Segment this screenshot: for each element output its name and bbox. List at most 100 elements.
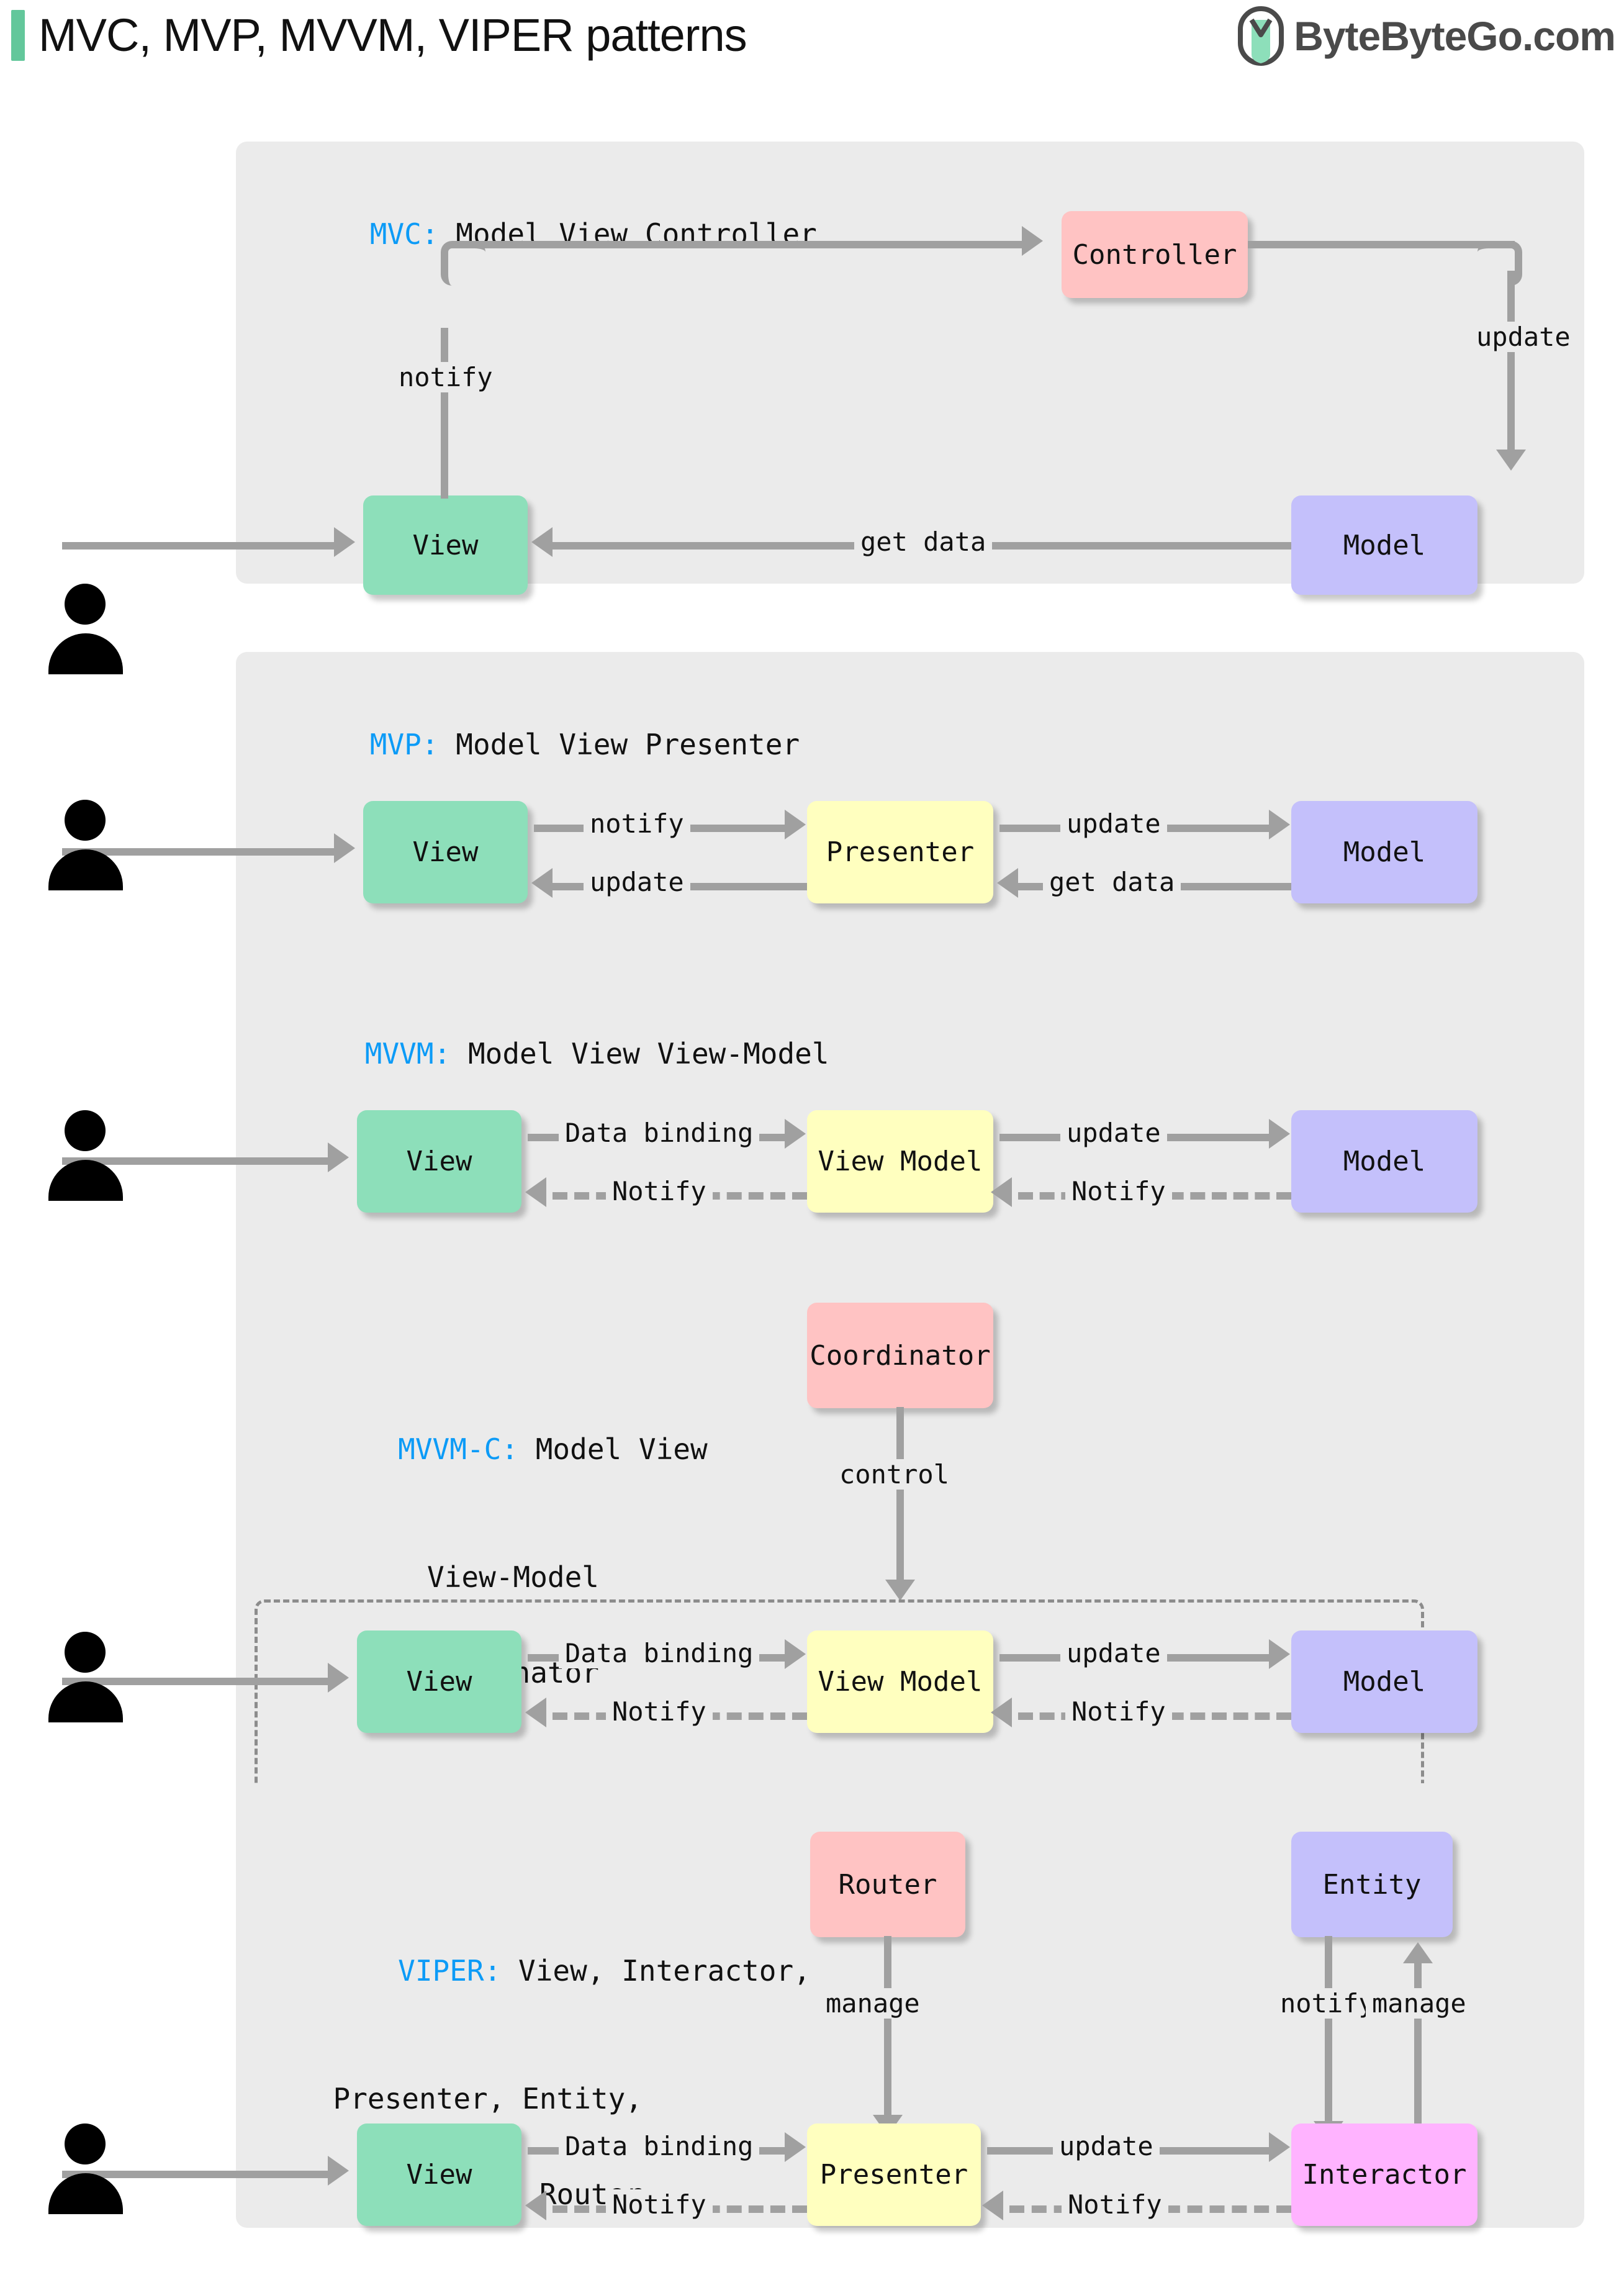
section-title-mvp: MVP: Model View Presenter: [301, 697, 800, 793]
section-key-mvvm-c: MVVM-C:: [398, 1432, 519, 1466]
actor-user-mvc: [48, 584, 123, 677]
section-expansion-line-2: View-Model: [427, 1560, 599, 1594]
node-label: Presenter: [819, 2159, 968, 2191]
user-body-icon: [48, 1681, 123, 1722]
user-body-icon: [48, 849, 123, 890]
edge-user-to-view: [62, 1678, 329, 1685]
actor-user-mvvm: [48, 1110, 123, 1203]
node-label: View Model: [818, 1146, 983, 1177]
node-presenter[interactable]: Presenter: [807, 801, 993, 903]
actor-user-mvp: [48, 800, 123, 893]
node-label: Coordinator: [810, 1339, 991, 1372]
arrowhead-presenter-to-interactor: [1269, 2132, 1290, 2162]
edge-entity-notify: [1325, 1936, 1332, 2122]
user-head-icon: [65, 584, 106, 625]
node-label: Model: [1343, 529, 1426, 561]
node-view[interactable]: View: [357, 1630, 521, 1733]
section-title-mvc: MVC: Model View Controller: [301, 186, 817, 283]
node-model[interactable]: Model: [1291, 495, 1477, 595]
edge-controller-right: [1248, 241, 1515, 248]
node-model[interactable]: Model: [1291, 1630, 1477, 1733]
edge-label-get-data: get data: [854, 527, 993, 557]
node-presenter[interactable]: Presenter: [807, 2123, 981, 2226]
arrowhead-presenter-to-view: [531, 868, 553, 898]
edge-label-update: update: [1060, 808, 1167, 839]
arrowhead-to-model: [1496, 450, 1526, 471]
node-model[interactable]: Model: [1291, 801, 1477, 903]
user-head-icon: [65, 1632, 106, 1673]
arrowhead-view-to-presenter: [785, 2132, 806, 2162]
arrowhead-interactor-to-presenter: [982, 2191, 1003, 2220]
edge-label-data-binding: Data binding: [559, 2131, 760, 2161]
arrowhead-model-to-view: [531, 527, 553, 557]
user-head-icon: [65, 1110, 106, 1151]
edge-label-notify-entity: notify: [1274, 1988, 1381, 2019]
node-label: Controller: [1072, 238, 1237, 271]
edge-label-get-data: get data: [1043, 867, 1181, 897]
arrowhead-viewmodel-to-model: [1269, 1119, 1290, 1149]
user-body-icon: [48, 1160, 123, 1201]
section-title-line-1: MVVM-C: Model View: [295, 1401, 708, 1498]
node-controller[interactable]: Controller: [1062, 211, 1248, 298]
edge-label-notify-right: Notify: [1065, 1176, 1172, 1206]
arrowhead-viewmodel-to-view: [525, 1698, 546, 1727]
section-key-mvvm: MVVM:: [364, 1036, 451, 1070]
accent-bar: [11, 10, 25, 61]
node-router[interactable]: Router: [810, 1832, 965, 1937]
section-key-mvc: MVC:: [369, 217, 439, 251]
arrowhead-interactor-manage: [1403, 1942, 1433, 1963]
brand-name: ByteByteGo.com: [1294, 13, 1616, 59]
node-view[interactable]: View: [357, 1110, 521, 1213]
edge-label-manage-entity: manage: [1366, 1988, 1473, 2019]
node-label: Interactor: [1302, 2159, 1467, 2191]
node-interactor[interactable]: Interactor: [1291, 2123, 1477, 2226]
section-key-viper: VIPER:: [398, 1953, 502, 1988]
page-header: MVC, MVP, MVVM, VIPER patterns ByteByteG…: [0, 0, 1624, 73]
node-view[interactable]: View: [357, 2123, 521, 2226]
node-label: View Model: [818, 1666, 983, 1698]
node-model[interactable]: Model: [1291, 1110, 1477, 1213]
edge-to-model: [1507, 271, 1515, 451]
user-body-icon: [48, 2173, 123, 2214]
edge-user-to-view: [62, 848, 335, 856]
section-mvvm-c: MVVM-C: Model View View-Model Coordinato…: [62, 1259, 1584, 1864]
edge-label-update: update: [1470, 322, 1577, 352]
arrowhead-coordinator-control: [885, 1580, 915, 1601]
edge-label-notify-right: Notify: [1062, 2189, 1168, 2220]
arrowhead-user-to-view: [328, 2156, 349, 2186]
user-body-icon: [48, 633, 123, 674]
section-expansion-mvvm: Model View View-Model: [451, 1036, 829, 1070]
edge-label-notify-right: Notify: [1065, 1696, 1172, 1727]
edge-view-up: [441, 328, 448, 499]
edge-elbow-controller-model: [1477, 241, 1522, 286]
page-title: MVC, MVP, MVVM, VIPER patterns: [38, 9, 747, 61]
arrowhead-model-to-viewmodel: [991, 1698, 1012, 1727]
arrowhead-view-to-presenter: [785, 810, 806, 839]
arrowhead-to-controller: [1022, 226, 1043, 256]
edge-label-update: update: [1053, 2131, 1160, 2161]
edge-label-control: control: [833, 1459, 956, 1490]
arrowhead-viewmodel-to-view: [525, 1177, 546, 1207]
node-coordinator[interactable]: Coordinator: [807, 1303, 993, 1408]
edge-label-update-back: update: [584, 867, 690, 897]
section-viper: VIPER: View, Interactor, Presenter, Enti…: [62, 1783, 1584, 2228]
bytebytego-logo-icon: [1238, 6, 1284, 66]
arrowhead-user-to-view: [334, 833, 355, 863]
actor-user-viper: [48, 2123, 123, 2217]
section-mvc: MVC: Model View Controller Controller Vi…: [62, 142, 1584, 595]
edge-coordinator-control: [896, 1407, 904, 1581]
node-view[interactable]: View: [363, 801, 528, 903]
edge-label-notify-left: Notify: [606, 2189, 713, 2220]
actor-user-mvvm-c: [48, 1632, 123, 1725]
node-label: View: [406, 2159, 472, 2191]
node-view-model[interactable]: View Model: [807, 1630, 993, 1733]
section-key-mvp: MVP:: [369, 727, 439, 761]
node-entity[interactable]: Entity: [1291, 1832, 1453, 1937]
edge-label-data-binding: Data binding: [559, 1638, 760, 1668]
arrowhead-user-to-view: [328, 1142, 349, 1172]
node-view[interactable]: View: [363, 495, 528, 595]
arrowhead-presenter-to-model: [1269, 810, 1290, 839]
node-view-model[interactable]: View Model: [807, 1110, 993, 1213]
node-label: Model: [1343, 1666, 1426, 1698]
edge-to-controller: [471, 241, 1023, 248]
